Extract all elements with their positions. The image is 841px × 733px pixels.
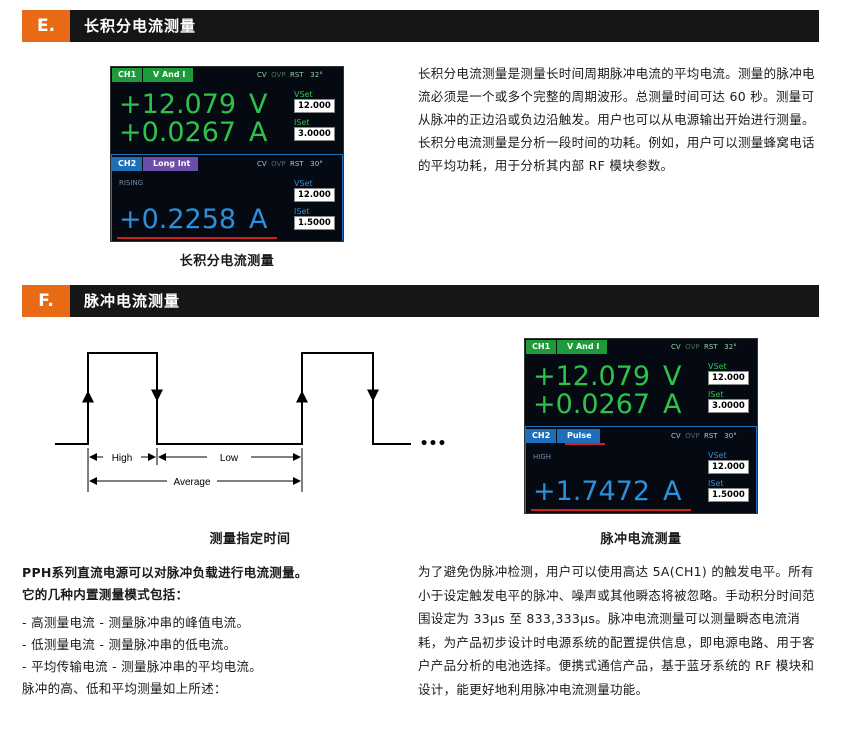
ch1-status: CV OVP RST 32° (257, 71, 323, 79)
ch1-current-unit: A (249, 117, 268, 148)
f-ch1-voltage-readout: +12.079 (533, 361, 651, 392)
mode-item-high: - 高测量电流 - 测量脉冲串的峰值电流。 (22, 615, 250, 630)
section-e-letter: E. (22, 10, 70, 42)
ch2-iset-value: 1.5000 (294, 216, 335, 230)
f-ch2-mode: Pulse (557, 429, 600, 443)
ch2-measure-underline (117, 237, 277, 239)
f-ch2-header: CH2 Pulse CV OVP RST 30° (525, 428, 757, 444)
ch2-tag: CH2 (112, 157, 143, 171)
section-f-right-paragraph: 为了避免伪脉冲检测，用户可以使用高达 5A(CH1) 的触发电平。所有小于设定触… (418, 564, 815, 697)
ch1-iset-label: ISet (294, 118, 310, 127)
f-ch1-iset-label: ISet (708, 390, 724, 399)
f-ch2-current-readout: +1.7472 (533, 476, 651, 507)
f-ch2-iset-value: 1.5000 (708, 488, 749, 502)
ch1-current-readout: +0.0267 (119, 117, 237, 148)
f-ch1-current-readout: +0.0267 (533, 389, 651, 420)
section-f-title: 脉冲电流测量 (84, 292, 181, 310)
section-f-letter: F. (22, 285, 70, 317)
power-supply-screen-long-int: CH1 V And I CV OVP RST 32° +12.079 V +0.… (110, 66, 344, 242)
pulse-outro: 脉冲的高、低和平均测量如上所述： (22, 681, 227, 696)
ch1-header: CH1 V And I CV OVP RST 32° (111, 67, 343, 83)
mode-item-average: - 平均传输电流 - 测量脉冲串的平均电流。 (22, 659, 263, 674)
ch2-status: CV OVP RST 30° (257, 160, 323, 168)
ch1-tag: CH1 (112, 68, 143, 82)
f-ch2-tag: CH2 (526, 429, 557, 443)
f-ch1-mode: V And I (557, 340, 608, 354)
f-ch1-iset-value: 3.0000 (708, 399, 749, 413)
f-ch1-current-unit: A (663, 389, 682, 420)
f-ch2-current-unit: A (663, 476, 682, 507)
f-ch1-vset-label: VSet (708, 362, 727, 371)
f-ch2-status: CV OVP RST 30° (671, 432, 737, 440)
ch1-mode: V And I (143, 68, 194, 82)
waveform-ellipsis: ••• (420, 436, 447, 452)
ch1-voltage-unit: V (249, 89, 268, 120)
section-f-header: F. 脉冲电流测量 (22, 285, 819, 317)
ch2-iset-label: ISet (294, 207, 310, 216)
f-ch2-mode-underline (565, 443, 605, 445)
pulse-waveform-diagram: High Low Average ••• (55, 352, 447, 492)
f-ch1-header: CH1 V And I CV OVP RST 32° (525, 339, 757, 355)
f-ch1-voltage-unit: V (663, 361, 682, 392)
waveform-trace (55, 352, 411, 445)
f-ch1-vset-value: 12.000 (708, 371, 749, 385)
f-ch2-frame (525, 426, 757, 513)
ch1-voltage-readout: +12.079 (119, 89, 237, 120)
f-ch2-trigger-label: HIGH (533, 453, 552, 461)
f-ch2-measure-underline (531, 509, 691, 511)
power-supply-screen-pulse: CH1 V And I CV OVP RST 32° +12.079 V +0.… (524, 338, 758, 514)
ch1-vset-label: VSet (294, 90, 313, 99)
low-label: Low (220, 453, 239, 464)
ch2-vset-value: 12.000 (294, 188, 335, 202)
f-ch2-vset-value: 12.000 (708, 460, 749, 474)
section-e-header: E. 长积分电流测量 (22, 10, 819, 42)
f-ch2-vset-label: VSet (708, 451, 727, 460)
f-ch1-tag: CH1 (526, 340, 557, 354)
pulse-intro-line-2: 它的几种内置测量模式包括： (22, 587, 189, 602)
ch2-header: CH2 Long Int CV OVP RST 30° (111, 156, 343, 172)
ch2-vset-label: VSet (294, 179, 313, 188)
ch1-vset-value: 12.000 (294, 99, 335, 113)
ch1-iset-value: 3.0000 (294, 127, 335, 141)
ch2-frame (111, 154, 343, 241)
section-e-title: 长积分电流测量 (84, 17, 197, 35)
f-ch2-iset-label: ISet (708, 479, 724, 488)
ch2-current-readout: +0.2258 (119, 204, 237, 235)
high-label: High (112, 453, 133, 464)
section-f-left-text: PPH系列直流电源可以对脉冲负载进行电流测量。 它的几种内置测量模式包括： - … (22, 562, 402, 700)
ch2-trigger-label: RISING (119, 179, 144, 187)
mode-item-low: - 低测量电流 - 测量脉冲串的低电流。 (22, 637, 237, 652)
waveform-caption: 测量指定时间 (209, 532, 291, 547)
section-e-caption: 长积分电流测量 (179, 254, 275, 269)
section-e-paragraph: 长积分电流测量是测量长时间周期脉冲电流的平均电流。测量的脉冲电流必须是一个或多个… (418, 66, 815, 173)
ch2-mode: Long Int (143, 157, 199, 171)
pulse-intro-line-1: PPH系列直流电源可以对脉冲负载进行电流测量。 (22, 565, 308, 580)
screen-f-caption: 脉冲电流测量 (600, 532, 682, 547)
f-ch1-status: CV OVP RST 32° (671, 343, 737, 351)
ch2-current-unit: A (249, 204, 268, 235)
average-label: Average (173, 477, 211, 488)
